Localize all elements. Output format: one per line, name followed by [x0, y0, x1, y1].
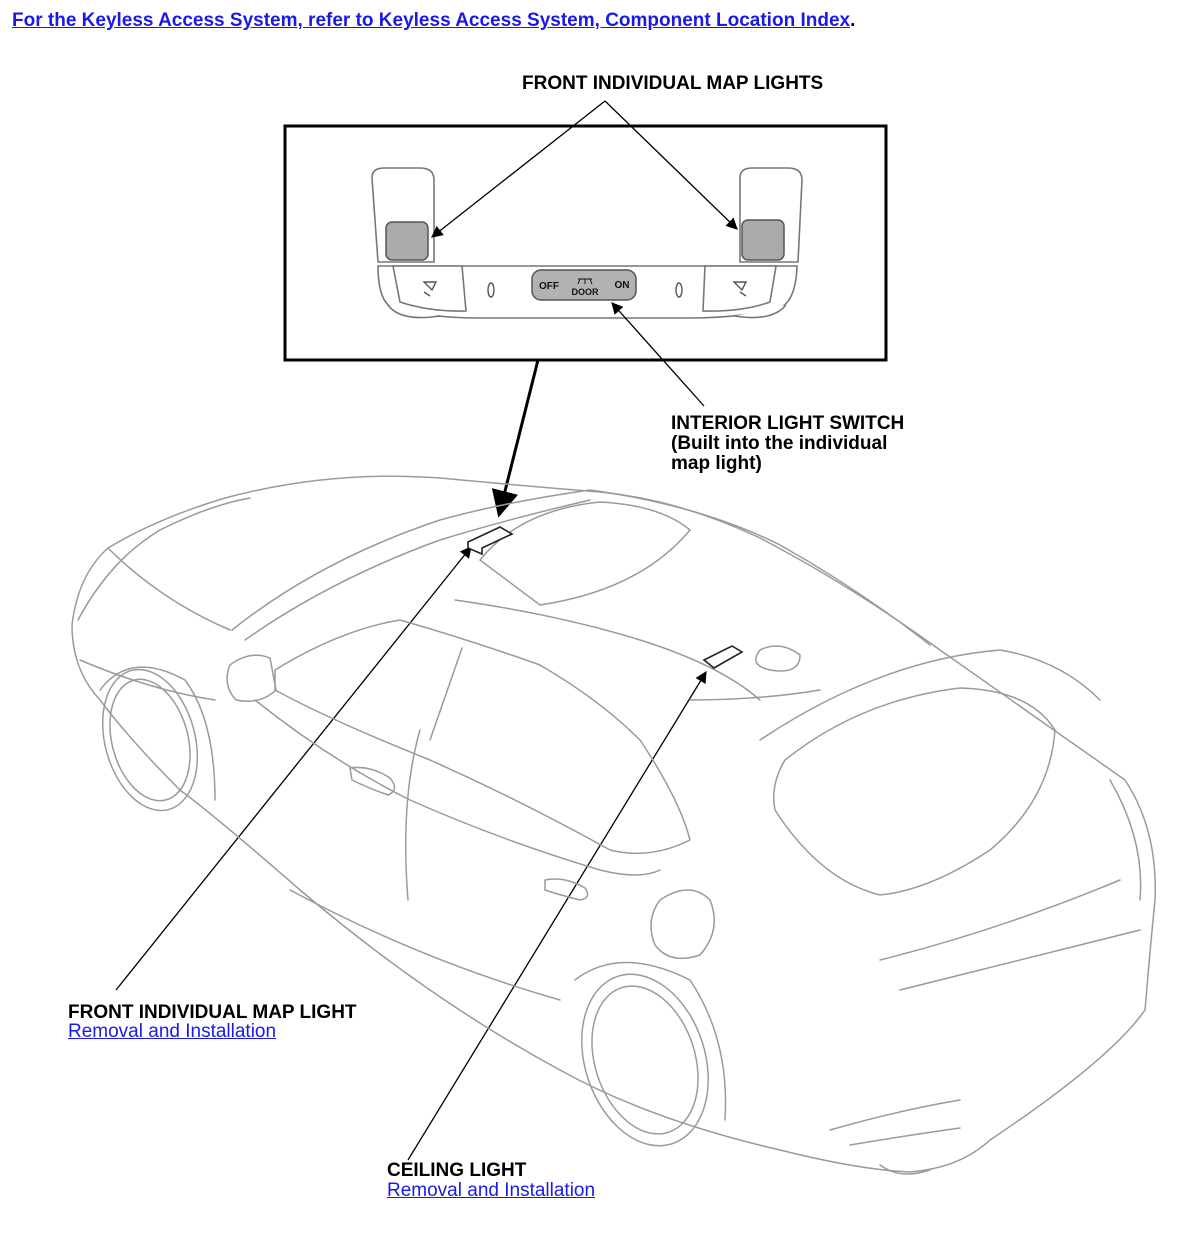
- door-symbol-icon: [577, 278, 593, 285]
- keyless-access-link[interactable]: For the Keyless Access System, refer to …: [12, 10, 851, 31]
- keyless-reference: For the Keyless Access System, refer to …: [12, 10, 855, 32]
- switch-door-label: DOOR: [572, 287, 600, 297]
- label-interior-light-switch: INTERIOR LIGHT SWITCH (Built into the in…: [671, 414, 904, 474]
- label-front-individual-map-light: FRONT INDIVIDUAL MAP LIGHT: [68, 1002, 357, 1023]
- map-light-lens-left: [385, 221, 429, 261]
- switch-label-line2: (Built into the individual: [671, 433, 888, 454]
- ceiling-light-component: [702, 645, 744, 669]
- vehicle-outline: [71, 475, 1156, 1175]
- front-map-light-removal-link[interactable]: Removal and Installation: [68, 1021, 277, 1042]
- indicator-left: [487, 282, 495, 298]
- switch-on-label: ON: [615, 280, 630, 291]
- switch-label-line3: map light): [671, 453, 762, 474]
- inset-connector: [491, 359, 540, 518]
- period: .: [850, 10, 856, 31]
- indicator-right: [675, 282, 683, 298]
- label-front-individual-map-lights: FRONT INDIVIDUAL MAP LIGHTS: [522, 73, 824, 94]
- switch-label-line1: INTERIOR LIGHT SWITCH: [671, 413, 905, 434]
- ceiling-light-removal-link[interactable]: Removal and Installation: [387, 1180, 596, 1201]
- switch-off-label: OFF: [539, 281, 559, 292]
- detail-inset: OFF DOOR ON: [283, 124, 888, 362]
- interior-light-switch: OFF DOOR ON: [531, 269, 637, 301]
- front-map-light-component: [467, 526, 514, 556]
- label-ceiling-light: CEILING LIGHT: [387, 1160, 527, 1181]
- lamp-symbol-icon: [422, 281, 748, 297]
- callout-leaders: [115, 100, 738, 1161]
- map-light-lens-right: [741, 219, 785, 261]
